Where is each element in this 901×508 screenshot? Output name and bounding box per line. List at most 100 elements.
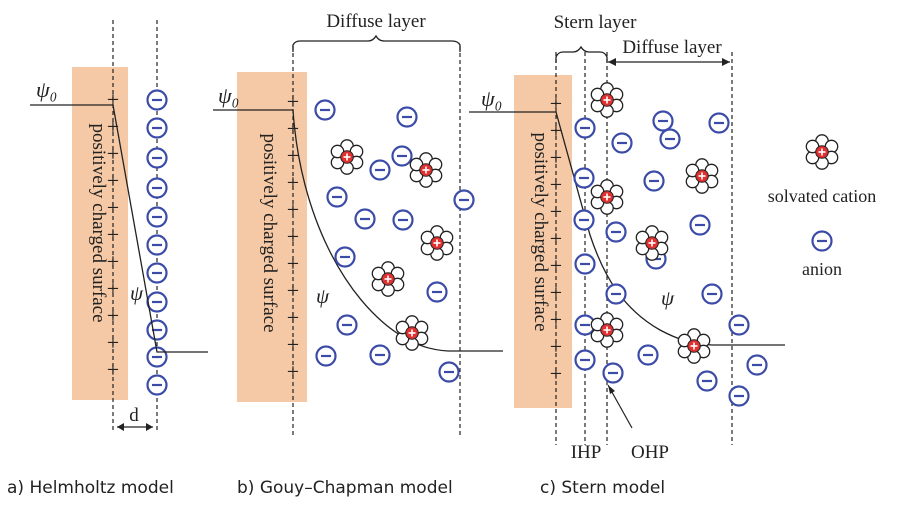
legend: solvated cation anion [768, 134, 876, 279]
solvated-cation-icon [371, 260, 405, 298]
positive-charge: + [287, 116, 299, 141]
anion-icon [602, 362, 624, 384]
anion-icon [605, 221, 627, 243]
positive-charge: + [287, 278, 299, 303]
ohp-pointer-head [608, 385, 615, 394]
anion-icon [708, 112, 730, 134]
positive-charge: + [107, 357, 119, 382]
positive-charge: + [550, 118, 562, 143]
positive-charge: + [550, 280, 562, 305]
anion-icon [146, 262, 168, 284]
positive-charge: + [107, 222, 119, 247]
anion-icon [354, 208, 376, 230]
legend-anion-label: anion [802, 259, 842, 279]
caption-stern: c) Stern model [540, 478, 665, 498]
positive-charge: + [287, 143, 299, 168]
anion-icon [701, 283, 723, 305]
anion-icon [652, 110, 674, 132]
positive-charge: + [107, 195, 119, 220]
anion-icon [314, 99, 336, 121]
charged-surface-slab [237, 72, 307, 402]
diffuse-layer-label: Diffuse layer [326, 11, 426, 32]
diffuse-layer-brace [292, 34, 461, 52]
ions [573, 82, 768, 407]
anion-icon [438, 361, 460, 383]
anion-icon [334, 246, 356, 268]
solvated-cation-icon [635, 225, 669, 262]
potential-curve [292, 109, 503, 352]
solvated-cation-icon [409, 152, 443, 188]
anion-icon [391, 145, 413, 167]
anion-icon [146, 117, 168, 139]
anion-icon [146, 234, 168, 256]
positive-charge: + [550, 199, 562, 224]
positive-charge: + [287, 89, 299, 114]
anion-icon [426, 281, 448, 303]
panel-helmholtz: positively charged surface +++++++++++ ψ… [7, 20, 208, 498]
anion-icon [643, 170, 665, 192]
anion-icon [146, 147, 168, 169]
anion-icon [659, 128, 681, 150]
positive-charge: + [287, 197, 299, 222]
anion-icon [574, 253, 596, 275]
anion-icon [146, 206, 168, 228]
charged-surface-slab [514, 75, 572, 408]
solvated-cation-icon [590, 82, 624, 118]
anion-icon [369, 344, 391, 366]
psi-label: ψ [316, 284, 330, 308]
positive-charges: +++++++++++ [287, 89, 299, 384]
anion-icon [146, 374, 168, 396]
positive-charge: + [107, 303, 119, 328]
anion-icon [396, 106, 418, 128]
psi0-label: ψ₀ [218, 83, 239, 108]
ohp-label: OHP [631, 442, 669, 463]
anion-icon [573, 167, 595, 189]
anion-icon [611, 132, 633, 154]
surface-label: positively charged surface [259, 133, 280, 332]
positive-charge: + [550, 226, 562, 251]
positive-charge: + [550, 334, 562, 359]
solvated-cation-icon [590, 179, 624, 215]
psi-label: ψ [661, 286, 675, 310]
anion-icon [369, 159, 391, 181]
solvated-cation-icon [395, 314, 429, 352]
positive-charge: + [107, 276, 119, 301]
positive-charge: + [107, 330, 119, 355]
anion-icon [146, 177, 168, 199]
anion-icon [573, 209, 595, 231]
positive-charge: + [287, 170, 299, 195]
anion-icon [315, 345, 337, 367]
psi0-label: ψ₀ [481, 86, 502, 111]
positive-charge: + [287, 359, 299, 384]
positive-charge: + [107, 141, 119, 166]
positive-charges: +++++++++++ [550, 91, 562, 386]
positive-charge: + [550, 172, 562, 197]
psi0-label: ψ₀ [36, 77, 57, 102]
positive-charge: + [550, 91, 562, 116]
legend-cation-label: solvated cation [768, 186, 876, 206]
anion-icon [146, 89, 168, 111]
anion-icon [728, 314, 750, 336]
positive-charge: + [287, 251, 299, 276]
d-label: d [129, 405, 139, 426]
positive-charge: + [287, 224, 299, 249]
anion-icon [574, 117, 596, 139]
positive-charge: + [107, 249, 119, 274]
positive-charges: +++++++++++ [107, 87, 119, 382]
anion-icon [453, 189, 475, 211]
charged-surface-slab [72, 67, 128, 400]
solvated-cation-icon [420, 225, 454, 262]
panel-gouy-chapman: positively charged surface Diffuse layer… [213, 11, 503, 498]
positive-charge: + [550, 145, 562, 170]
anion-icon [336, 314, 358, 336]
anion-icon [605, 283, 627, 305]
anion-icon [689, 214, 711, 236]
surface-label: positively charged surface [530, 132, 551, 331]
positive-charge: + [107, 87, 119, 112]
panel-stern: positively charged surface Stern layer D… [469, 12, 785, 498]
positive-charge: + [550, 361, 562, 386]
caption-helmholtz: a) Helmholtz model [7, 478, 174, 498]
solvated-cation-icon [685, 158, 719, 194]
